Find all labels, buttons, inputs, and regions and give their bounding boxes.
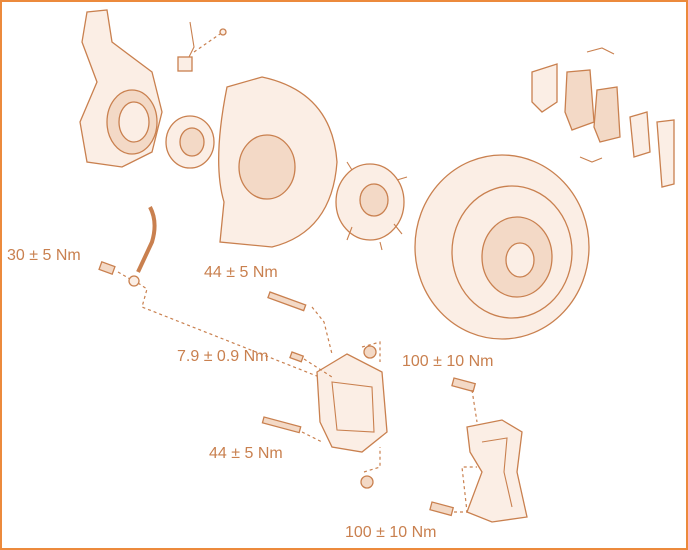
torque-label-bleeder-screw: 7.9 ± 0.9 Nm	[177, 348, 269, 365]
brake-hose	[98, 206, 333, 383]
torque-label-caliper-upper-bolt: 44 ± 5 Nm	[204, 264, 278, 281]
abs-sensor	[177, 21, 227, 72]
torque-label-bracket-lower-bolt: 100 ± 10 Nm	[345, 524, 437, 541]
wheel-bearing	[165, 115, 215, 169]
brake-disc	[414, 154, 590, 340]
caliper-bolts	[261, 291, 333, 443]
torque-label-bracket-upper-bolt: 100 ± 10 Nm	[402, 353, 494, 370]
torque-label-brake-hose-bolt: 30 ± 5 Nm	[7, 247, 81, 264]
dust-shield	[218, 76, 338, 248]
steering-knuckle	[79, 9, 163, 168]
wheel-hub	[335, 161, 408, 251]
caliper-bracket	[429, 377, 528, 523]
brake-caliper	[316, 341, 388, 489]
brake-pads	[531, 47, 675, 188]
torque-label-caliper-lower-bolt: 44 ± 5 Nm	[209, 445, 283, 462]
